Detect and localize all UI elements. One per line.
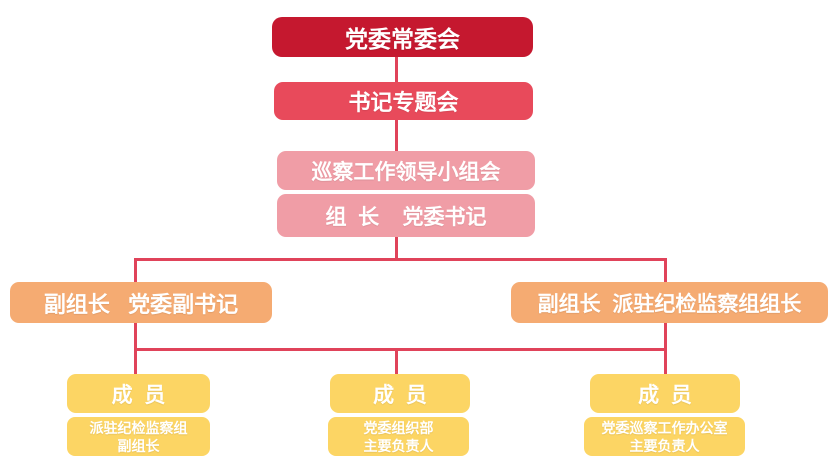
node-label: 巡察工作领导小组会 — [311, 160, 501, 184]
node-member-left-sub: 派驻纪检监察组 副组长 — [67, 417, 210, 456]
connector-line — [664, 258, 667, 282]
connector-line — [395, 120, 398, 151]
connector-line — [134, 258, 137, 282]
node-member-middle-sub: 党委组织部 主要负责人 — [328, 417, 469, 456]
connector-line — [134, 323, 137, 349]
node-label: 副组长 党委副书记 — [43, 291, 239, 317]
connector-line — [134, 348, 667, 351]
node-deputy-leader-left: 副组长 党委副书记 — [10, 282, 272, 323]
node-label: 组 长 党委书记 — [325, 205, 487, 229]
node-secretary-special-meeting: 书记专题会 — [274, 82, 533, 120]
connector-line — [395, 348, 398, 374]
node-group-leader: 组 长 党委书记 — [277, 194, 535, 237]
connector-line — [134, 258, 667, 261]
node-label: 副组长 派驻纪检监察组组长 — [537, 292, 802, 316]
node-label: 党委巡察工作办公室 主要负责人 — [601, 419, 728, 454]
connector-line — [664, 348, 667, 374]
node-label: 成 员 — [373, 383, 427, 407]
node-label: 派驻纪检监察组 副组长 — [89, 419, 188, 454]
node-member-middle: 成 员 — [330, 374, 470, 413]
connector-line — [395, 237, 398, 259]
node-label: 党委组织部 主要负责人 — [363, 419, 434, 454]
connector-line — [134, 348, 137, 374]
node-member-right-sub: 党委巡察工作办公室 主要负责人 — [584, 417, 745, 456]
node-member-right: 成 员 — [590, 374, 740, 413]
node-deputy-leader-right: 副组长 派驻纪检监察组组长 — [511, 282, 828, 323]
connector-line — [664, 323, 667, 349]
node-party-standing-committee: 党委常委会 — [272, 17, 533, 57]
node-inspection-leading-group-meeting: 巡察工作领导小组会 — [277, 151, 535, 190]
node-label: 成 员 — [111, 383, 166, 407]
node-member-left: 成 员 — [67, 374, 210, 413]
connector-line — [395, 57, 398, 82]
node-label: 成 员 — [638, 383, 692, 407]
node-label: 党委常委会 — [345, 26, 460, 52]
node-label: 书记专题会 — [348, 90, 459, 115]
